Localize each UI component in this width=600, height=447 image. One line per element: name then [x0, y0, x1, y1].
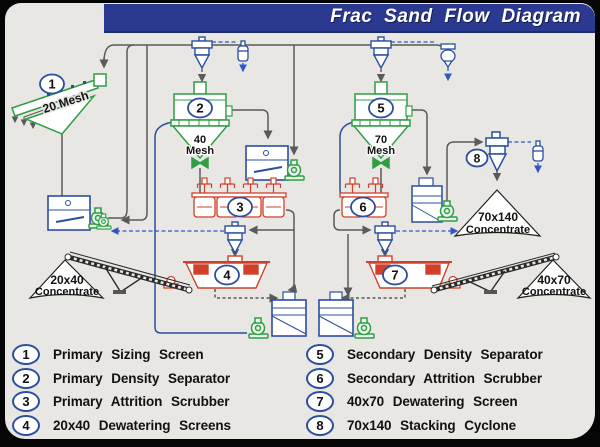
separator2-size-label: 40	[194, 134, 206, 146]
legend-label-3: Primary Attrition Scrubber	[53, 394, 230, 410]
legend-label-1: Primary Sizing Screen	[53, 347, 204, 363]
cyclone-over-separator5	[370, 36, 392, 69]
legend-item-3: 3 Primary Attrition Scrubber	[12, 390, 306, 414]
badge-7: 7	[391, 268, 398, 283]
primary-sizing-screen: 20 Mesh	[11, 73, 107, 135]
badge-6: 6	[359, 200, 366, 215]
stockpile-20x40-word: Concentrate	[35, 286, 99, 298]
pipe-network	[11, 44, 484, 303]
legend-item-5: 5 Secondary Density Separator	[306, 343, 590, 367]
sump-tank-left	[47, 195, 91, 231]
stockpile-70x140-word: Concentrate	[466, 224, 530, 236]
legend-label-2: Primary Density Separator	[53, 370, 231, 386]
overflow-pot-top-left	[237, 40, 249, 62]
underflow-pump-right	[354, 317, 375, 339]
stacking-conveyor-right	[430, 252, 560, 294]
underflow-tank-left	[271, 291, 307, 337]
legend: 1 Primary Sizing Screen 2 Primary Densit…	[12, 343, 590, 437]
spiral-tank-right	[411, 177, 443, 223]
legend-label-6: Secondary Attrition Scrubber	[347, 370, 542, 386]
legend-item-2: 2 Primary Density Separator	[12, 367, 306, 391]
diagram-badges: 1 2 3 4 5 6 7 8	[39, 73, 489, 286]
legend-badge-7: 7	[306, 391, 334, 413]
stacking-conveyor-left	[64, 251, 193, 294]
stockpile-20x40: 20x40 Concentrate	[28, 259, 105, 299]
badge-4: 4	[223, 268, 231, 283]
badge-8: 8	[474, 152, 481, 166]
overflow-pot-right	[532, 140, 544, 162]
legend-item-7: 7 40x70 Dewatering Screen	[306, 390, 590, 414]
cyclone-over-screen7	[374, 221, 396, 254]
separator5-size-label: 70	[375, 134, 387, 146]
legend-badge-8: 8	[306, 414, 334, 436]
water-return-lines	[110, 41, 542, 235]
separator2-unit-label: Mesh	[186, 145, 214, 157]
legend-item-4: 4 20x40 Dewatering Screens	[12, 414, 306, 438]
separator5-unit-label: Mesh	[367, 145, 395, 157]
stockpile-70x140-size: 70x140	[478, 210, 518, 224]
legend-item-8: 8 70x140 Stacking Cyclone	[306, 414, 590, 438]
legend-item-1: 1 Primary Sizing Screen	[12, 343, 306, 367]
legend-badge-2: 2	[12, 367, 40, 389]
stockpile-20x40-size: 20x40	[50, 273, 84, 287]
badge-3: 3	[236, 200, 243, 215]
legend-label-4: 20x40 Dewatering Screens	[53, 417, 231, 433]
legend-badge-5: 5	[306, 344, 334, 366]
stacking-cyclone-70x140	[485, 131, 509, 173]
stockpile-40x70: 40x70 Concentrate	[516, 259, 592, 299]
dewatering-screen-40x70	[366, 255, 452, 289]
stockpile-40x70-word: Concentrate	[522, 286, 586, 298]
cyclone-over-separator2	[191, 36, 213, 69]
legend-badge-1: 1	[12, 344, 40, 366]
stockpile-70x140: 70x140 Concentrate	[453, 189, 542, 237]
legend-label-8: 70x140 Stacking Cyclone	[347, 417, 517, 433]
badge-1: 1	[48, 77, 55, 92]
legend-item-6: 6 Secondary Attrition Scrubber	[306, 367, 590, 391]
legend-label-5: Secondary Density Separator	[347, 347, 543, 363]
underflow-pump-left	[248, 317, 269, 339]
waste-cyclone-top-right	[440, 43, 456, 69]
title-bar: Frac Sand Flow Diagram	[104, 4, 595, 33]
badge-2: 2	[196, 101, 203, 116]
page-title: Frac Sand Flow Diagram	[330, 6, 581, 27]
legend-label-7: 40x70 Dewatering Screen	[347, 394, 518, 410]
badge-5: 5	[377, 101, 384, 116]
sump-tank-middle	[245, 145, 289, 181]
cyclone-over-screen4	[224, 221, 246, 254]
stockpile-40x70-size: 40x70	[537, 273, 571, 287]
legend-badge-3: 3	[12, 391, 40, 413]
process-flow-diagram: 20 Mesh 40 Mesh	[11, 36, 592, 339]
legend-badge-4: 4	[12, 414, 40, 436]
legend-badge-6: 6	[306, 367, 334, 389]
